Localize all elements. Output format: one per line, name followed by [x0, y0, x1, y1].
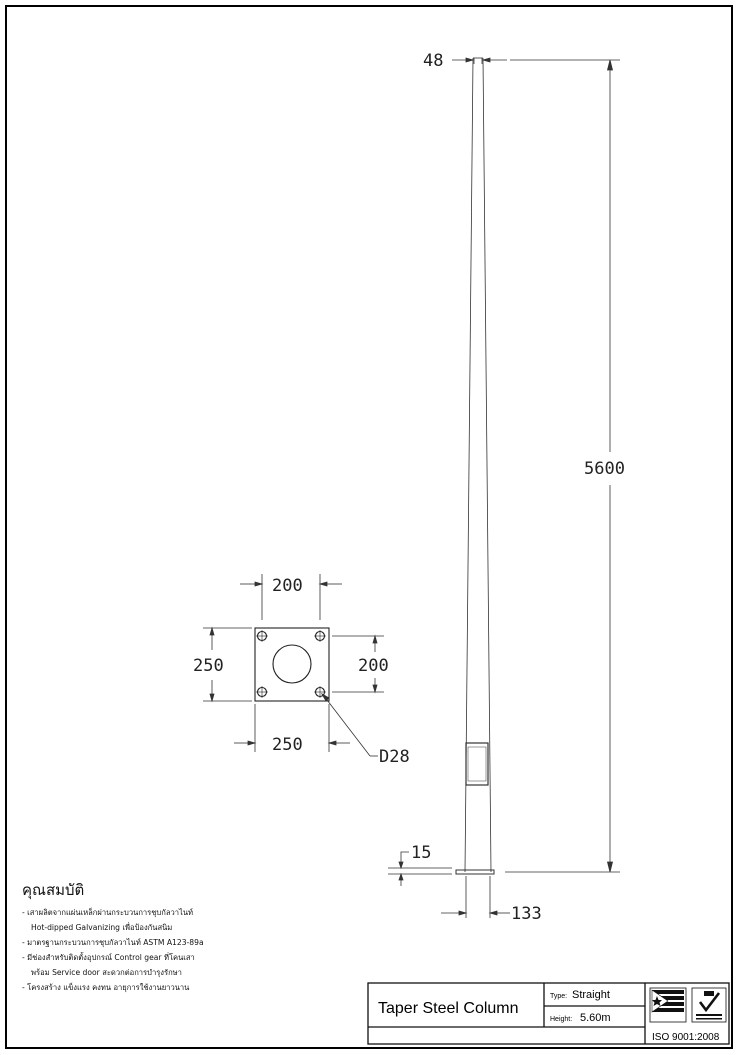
dim-base-thickness: [388, 851, 452, 886]
pole-left-edge: [464, 57, 474, 873]
type-value: Straight: [572, 989, 610, 1001]
pole-right-edge: [482, 57, 492, 873]
check-icon: [698, 992, 721, 1013]
drawing-frame: [5, 5, 733, 1049]
bolt-hole: [314, 630, 326, 642]
bolt-hole: [256, 630, 268, 642]
dim-bolt-spacing-y: [332, 634, 384, 694]
height-value: 5.60m: [580, 1012, 611, 1024]
dim-bolt-spacing-x-label: 200: [272, 576, 303, 596]
spec-list: - เสาผลิตจากแผ่นเหล็กผ่านกระบวนการชุบกัล…: [22, 908, 352, 992]
dim-height: [505, 59, 620, 873]
dim-base-thickness-label: 15: [411, 843, 431, 863]
dim-base-diameter: [441, 876, 510, 918]
plate-center-hole: [272, 644, 312, 684]
dim-height-label: 5600: [584, 459, 625, 479]
bolt-hole: [256, 686, 268, 698]
dim-top-width: [452, 57, 507, 63]
certification-logos: [649, 987, 727, 1023]
dim-plate-height: [203, 626, 252, 703]
height-label: Height:: [550, 1016, 572, 1023]
iso-cert-label: ISO 9001:2008: [652, 1032, 720, 1043]
dim-base-diameter-label: 133: [511, 904, 542, 924]
service-door-inner: [467, 746, 487, 782]
bolt-hole: [314, 686, 326, 698]
service-door: [465, 742, 489, 786]
spec-item: พร้อม Service door สะดวกต่อการบำรุงรักษา: [31, 968, 182, 977]
dim-plate-width-label: 250: [272, 735, 303, 755]
spec-item: - โครงสร้าง แข็งแรง คงทน อายุการใช้งานยา…: [22, 983, 190, 992]
certifier-logo: [649, 987, 687, 1023]
title-block: [367, 982, 730, 1045]
spec-title: คุณสมบัติ: [22, 881, 85, 899]
spec-item: Hot-dipped Galvanizing เพื่อป้องกันสนิม: [31, 923, 173, 932]
title-block-name: Taper Steel Column: [378, 1000, 519, 1017]
dim-bolt-hole-leader: [320, 692, 378, 757]
base-plate-plan: [254, 627, 330, 702]
dim-bolt-spacing-y-label: 200: [358, 656, 389, 676]
plate-outline: [254, 627, 330, 702]
spec-item: - เสาผลิตจากแผ่นเหล็กผ่านกระบวนการชุบกัล…: [22, 908, 194, 917]
spec-item: - มีช่องสำหรับติดตั้งอุปกรณ์ Control gea…: [22, 953, 195, 962]
base-plate: [455, 869, 495, 875]
type-label: Type:: [550, 993, 567, 1000]
spec-notes: คุณสมบัติ - เสาผลิตจากแผ่นเหล็กผ่านกระบว…: [22, 878, 352, 998]
dim-plate-height-label: 250: [193, 656, 224, 676]
ukas-logo: [691, 987, 727, 1023]
dim-bolt-hole-label: D28: [379, 747, 410, 767]
dim-top-width-label: 48: [423, 51, 443, 71]
pole: [455, 57, 495, 875]
dim-bolt-spacing-x: [240, 574, 342, 620]
spec-item: - มาตรฐานกระบวนการชุบกัลวาไนท์ ASTM A123…: [22, 938, 204, 947]
dim-plate-width: [234, 704, 350, 752]
